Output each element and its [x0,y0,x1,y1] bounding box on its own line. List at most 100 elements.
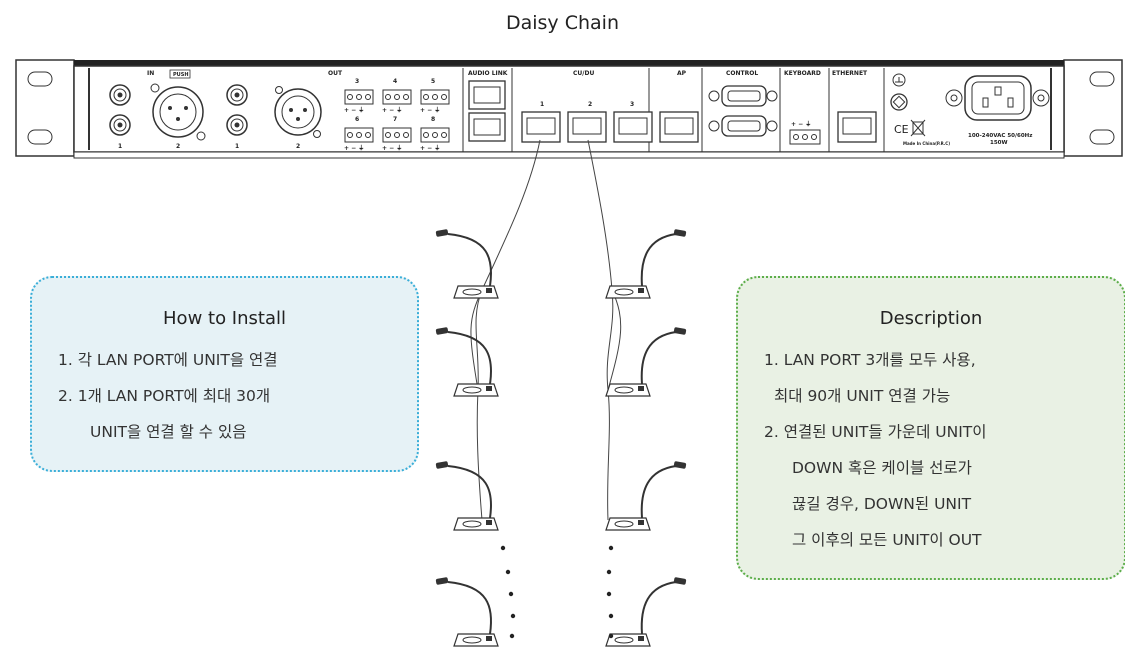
audio-link-port-top[interactable] [468,80,506,110]
in-2-label: 2 [176,143,180,150]
ethernet-section: ETHERNET [832,68,885,152]
description-panel: Description 1. LAN PORT 3개를 모두 사용, 최대 90… [736,276,1125,580]
continuation-dot [510,613,516,619]
out-terminal-block-4[interactable]: 4 + − ⏚ [382,78,412,114]
out-terminal-block-6[interactable]: 6 + − ⏚ [344,116,374,152]
out-label: OUT [328,70,343,77]
voltage-label: 100-240VAC 50/60Hz [968,133,1032,139]
out-terminal-marks: + − ⏚ [382,107,402,114]
out-terminal-marks: + − ⏚ [344,145,364,152]
out-terminal-marks: + − ⏚ [344,107,364,114]
continuation-dot [608,545,614,551]
continuation-dot [508,591,514,597]
out-terminal-label: 5 [431,78,435,85]
control-label: CONTROL [726,70,758,77]
audio-link-section: AUDIO LINK [462,68,513,152]
audio-out-section: OUT 1 2 3 + − ⏚ 4 + − ⏚ 5 + − ⏚ 6 + − ⏚ 7 + − ⏚ 8 +… [226,70,450,152]
continuation-dot [606,569,612,575]
keyboard-label: KEYBOARD [784,70,821,77]
ce-mark: CE [894,123,909,136]
out-terminal-block-8[interactable]: 8 + − ⏚ [420,116,450,152]
push-label: PUSH [173,72,189,78]
control-serial-port-bottom[interactable] [708,115,778,137]
out-terminal-block-3[interactable]: 3 + − ⏚ [344,78,374,114]
continuation-dot [608,633,614,639]
continuation-dot [500,545,506,551]
cable-segment [587,139,614,521]
audio-link-label: AUDIO LINK [468,70,508,77]
microphone-unit-icon [605,461,687,531]
install-line-1: 1. 각 LAN PORT에 UNIT을 연결 [58,351,278,369]
out-2-label: 2 [296,143,300,150]
install-heading: How to Install [163,308,286,329]
cudu-section: CU/DU 1 2 3 [521,68,653,152]
continuation-dot [606,591,612,597]
out-terminal-block-7[interactable]: 7 + − ⏚ [382,116,412,152]
microphone-unit-icon [435,327,499,397]
microphone-unit-icon [435,577,499,647]
how-to-install-panel: How to Install 1. 각 LAN PORT에 UNIT을 연결 2… [30,276,419,472]
keyboard-section: KEYBOARD + − ⏚ [784,68,830,152]
rack-ear-left [15,59,75,157]
audio-link-port-bottom[interactable] [468,112,506,142]
out-terminal-label: 7 [393,116,397,123]
continuation-dot [505,569,511,575]
microphone-unit-icon [605,327,687,397]
continuation-dot [608,613,614,619]
microphone-unit-icon [435,229,499,299]
in-label: IN [147,70,154,77]
description-line-6: 그 이후의 모든 UNIT이 OUT [792,531,982,549]
continuation-dot [509,633,515,639]
description-heading: Description [879,308,983,329]
ap-section: AP [659,68,703,152]
out-terminal-marks: + − ⏚ [420,107,440,114]
out-terminal-marks: + − ⏚ [420,145,440,152]
ground-screw-icon [890,93,908,111]
out-terminal-label: 8 [431,116,435,123]
weee-bin-icon [910,119,926,137]
out-terminal-marks: + − ⏚ [382,145,402,152]
ground-icon [892,73,906,87]
cable-segment [475,139,541,521]
keyboard-terminal-block[interactable] [789,129,821,145]
description-line-4: DOWN 혹은 케이블 선로가 [792,459,972,477]
lan-port-3[interactable] [613,111,653,143]
control-section: CONTROL [708,68,781,152]
control-serial-port-top[interactable] [708,85,778,107]
lan-port-1[interactable] [521,111,561,143]
description-line-5: 끊길 경우, DOWN된 UNIT [792,495,972,513]
out-terminal-label: 6 [355,116,359,123]
description-line-3: 2. 연결된 UNIT들 가운데 UNIT이 [764,423,987,441]
microphone-unit-icon [435,461,499,531]
keyboard-terminal-marks: + − ⏚ [791,121,811,128]
microphone-unit-icon [605,229,687,299]
daisy-chain-cables [470,139,622,521]
microphone-units [435,229,687,647]
out-terminal-label: 3 [355,78,359,85]
lan-port-2[interactable] [567,111,607,143]
cudu-port-3-label: 3 [630,101,634,108]
cudu-port-2-label: 2 [588,101,592,108]
description-line-1: 1. LAN PORT 3개를 모두 사용, [764,351,976,369]
install-line-2: 2. 1개 LAN PORT에 최대 30개 [58,387,271,405]
description-line-2: 최대 90개 UNIT 연결 가능 [774,387,951,405]
cable-segment [470,289,483,391]
ap-port[interactable] [659,111,699,143]
diagram-title: Daisy Chain [505,12,619,34]
cudu-label: CU/DU [573,70,594,77]
out-1-label: 1 [235,143,239,150]
power-inlet[interactable] [945,75,1050,121]
ethernet-port[interactable] [837,111,877,143]
out-terminal-label: 4 [393,78,397,85]
microphone-unit-icon [605,577,687,647]
cudu-port-1-label: 1 [540,101,544,108]
audio-in-section: IN PUSH 1 2 [109,69,206,150]
continuation-dots [500,545,614,639]
made-in-label: Made In China(P.R.C) [903,141,950,146]
out-terminal-block-5[interactable]: 5 + − ⏚ [420,78,450,114]
power-label: 150W [990,140,1008,146]
power-section: CE Made In China(P.R.C) 100-240VAC 50/60… [890,73,1050,146]
ap-label: AP [677,70,687,77]
cable-segment [607,289,622,391]
